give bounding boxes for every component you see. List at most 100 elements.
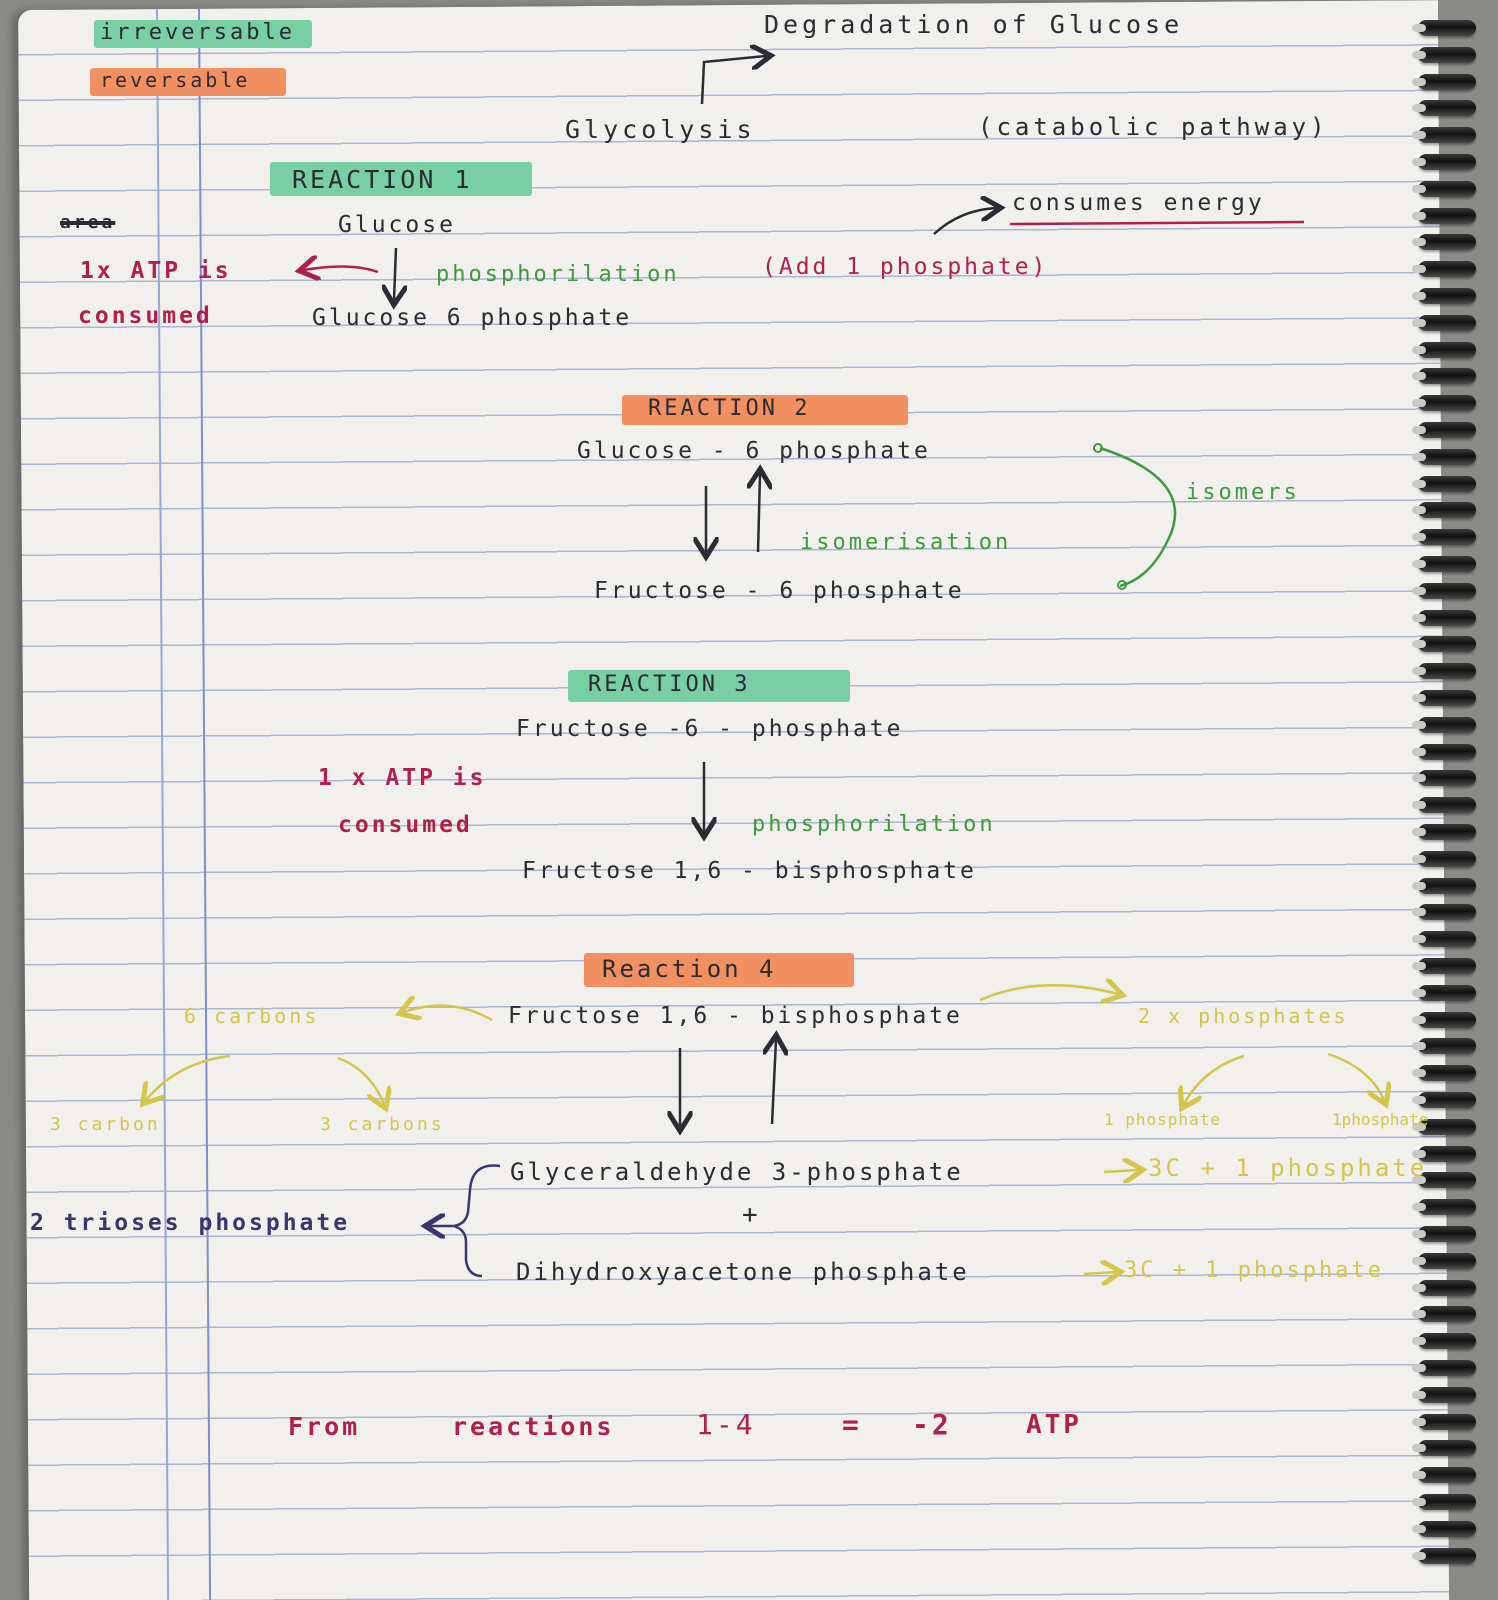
spiral-coil (1412, 73, 1476, 90)
notebook-page (18, 0, 1450, 1600)
spiral-coil (1412, 1279, 1476, 1296)
reaction4-heading: Reaction 4 (602, 955, 777, 983)
spiral-coil (1412, 1413, 1476, 1430)
spiral-coil (1412, 931, 1476, 948)
page-title: Degradation of Glucose (764, 10, 1184, 39)
reaction3-atp-line2: consumed (338, 812, 473, 838)
spiral-coil (1412, 1360, 1476, 1376)
spiral-coil (1412, 395, 1476, 412)
product1-note: 3C + 1 phosphate (1148, 1154, 1428, 1182)
summary-result: -2 (912, 1408, 952, 1441)
spiral-coil (1412, 234, 1476, 251)
spiral-coil (1412, 904, 1476, 921)
summary-range: 1-4 (696, 1408, 756, 1441)
spiral-coil (1412, 261, 1476, 278)
reaction3-heading: REACTION 3 (588, 672, 751, 697)
legend-irreversible-swatch (94, 20, 312, 48)
spiral-coil (1412, 877, 1476, 894)
trioses-label: 2 trioses phosphate (30, 1210, 351, 1236)
spiral-coil (1412, 180, 1476, 197)
reaction2-highlight (622, 395, 908, 425)
reaction2-product: Fructose - 6 phosphate (594, 578, 965, 604)
product-dihydroxyacetone: Dihydroxyacetone phosphate (516, 1258, 970, 1286)
pathway-name: Glycolysis (565, 115, 756, 144)
spiral-coil (1412, 46, 1476, 63)
spiral-coil (1412, 207, 1476, 224)
reaction3-atp-line1: 1 x ATP is (318, 765, 487, 791)
reaction2-heading: REACTION 2 (648, 396, 811, 421)
reaction3-product: Fructose 1,6 - bisphosphate (522, 858, 977, 884)
phosphate-right: 1phosphate (1332, 1110, 1429, 1129)
spiral-coil (1412, 1440, 1476, 1457)
spiral-coil (1412, 1172, 1476, 1189)
reaction3-process: phosphorilation (752, 812, 996, 837)
spiral-coil (1412, 609, 1476, 626)
spiral-coil (1412, 1494, 1476, 1510)
spiral-coil (1412, 1467, 1476, 1484)
reaction2-side-note: isomers (1186, 480, 1300, 505)
spiral-coil (1412, 1065, 1476, 1082)
spiral-coil (1412, 582, 1476, 599)
reaction1-heading: REACTION 1 (292, 165, 473, 194)
plus-sign: + (742, 1200, 761, 1230)
spiral-coil (1412, 1118, 1476, 1135)
spiral-coil (1412, 1252, 1476, 1269)
spiral-coil (1412, 1011, 1476, 1028)
spiral-coil (1412, 1226, 1476, 1242)
reaction1-highlight (270, 162, 532, 196)
phosphate-left: 1 phosphate (1104, 1110, 1221, 1129)
spiral-coil (1412, 422, 1476, 438)
reaction3-substrate: Fructose -6 - phosphate (516, 716, 904, 742)
spiral-coil (1412, 154, 1476, 170)
reaction1-process-note: (Add 1 phosphate) (762, 254, 1049, 280)
spiral-coil (1412, 797, 1476, 814)
legend-reversible-label: reversable (100, 68, 251, 92)
spiral-coil (1412, 716, 1476, 733)
spiral-coil (1412, 1199, 1476, 1216)
summary-from: From (288, 1412, 361, 1441)
spiral-coil (1412, 1092, 1476, 1108)
pathway-note: (catabolic pathway) (978, 113, 1329, 141)
spiral-coil (1412, 475, 1476, 492)
reaction4-substrate: Fructose 1,6 - bisphosphate (508, 1003, 963, 1029)
spiral-coil (1412, 636, 1476, 653)
spiral-coil (1412, 1145, 1476, 1162)
reaction1-product: Glucose 6 phosphate (312, 305, 633, 331)
summary-unit: ATP (1026, 1410, 1082, 1440)
reaction2-process: isomerisation (800, 530, 1012, 555)
spiral-coil (1412, 1038, 1476, 1055)
spiral-coil (1412, 314, 1476, 331)
energy-note: consumes energy (1012, 190, 1265, 216)
legend-reversible-swatch (90, 68, 286, 96)
spiral-coil (1412, 127, 1476, 144)
reaction2-substrate: Glucose - 6 phosphate (577, 438, 931, 464)
spiral-coil (1412, 984, 1476, 1001)
spiral-coil (1412, 1333, 1476, 1350)
reaction1-process: phosphorilation (436, 262, 680, 287)
reaction1-atp-line2: consumed (78, 303, 213, 329)
spiral-coil (1412, 850, 1476, 867)
spiral-coil (1412, 502, 1476, 519)
reaction1-substrate: Glucose (338, 212, 456, 238)
reaction1-atp-line1: 1x ATP is (80, 258, 232, 284)
spiral-coil (1412, 529, 1476, 546)
spiral-coil (1412, 288, 1476, 304)
spiral-binding (1412, 20, 1488, 1580)
spiral-coil (1412, 663, 1476, 680)
carbons-total: 6 carbons (184, 1004, 320, 1028)
summary-equals: = (842, 1408, 862, 1441)
spiral-coil (1412, 1306, 1476, 1323)
spiral-coil (1412, 341, 1476, 358)
legend-irreversible-label: irreversable (100, 20, 295, 45)
reaction3-highlight (568, 670, 850, 702)
carbons-left: 3 carbon (50, 1114, 161, 1135)
product2-note: 3C + 1 phosphate (1124, 1258, 1384, 1283)
spiral-coil (1412, 1386, 1476, 1403)
spiral-coil (1412, 958, 1476, 974)
scribbled-word: area (60, 212, 116, 233)
spiral-coil (1412, 20, 1476, 36)
spiral-coil (1412, 100, 1476, 117)
spiral-coil (1412, 1547, 1476, 1564)
spiral-coil (1412, 448, 1476, 465)
